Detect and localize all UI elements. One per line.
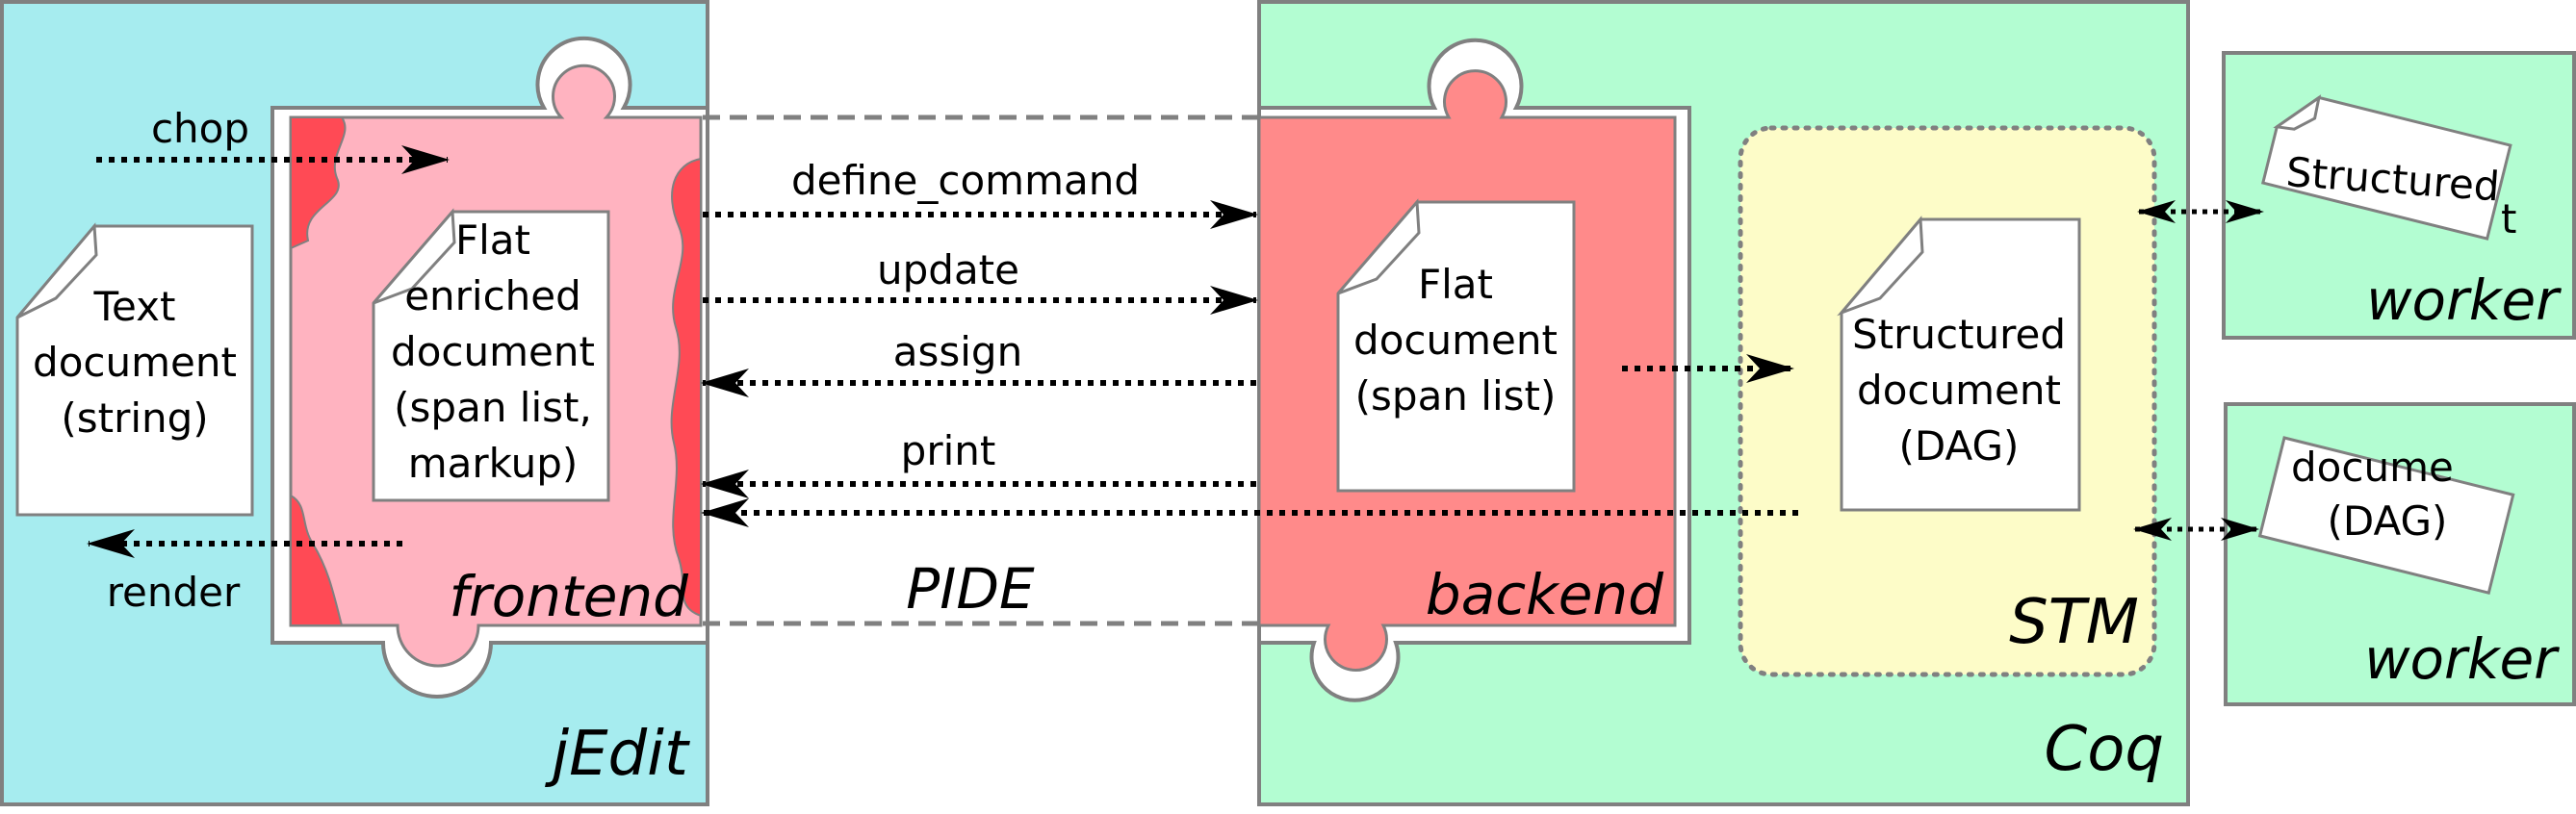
flat-enriched-document-page: Flat enriched document (span list, marku…	[372, 208, 610, 502]
flat-enriched-line-4: (span list,	[394, 384, 592, 431]
frontend-label: frontend	[449, 564, 689, 629]
backend-label: backend	[1426, 562, 1664, 627]
text-document-page: Text document (string)	[15, 222, 254, 517]
worker-2-label: worker	[2364, 626, 2560, 692]
worker-1-doc-line-2: t	[2501, 195, 2516, 242]
structured-doc-line-2: document	[1857, 367, 2061, 414]
worker-1-document-page	[2260, 94, 2512, 241]
frontend-edge-bottom-left	[290, 494, 344, 626]
flat-doc-line-2: document	[1353, 317, 1558, 364]
worker-2-document-page	[2257, 436, 2515, 595]
text-doc-line-2: document	[33, 339, 237, 386]
text-doc-line-3: (string)	[61, 394, 208, 442]
structured-doc-line-1: Structured	[1852, 311, 2066, 358]
pide-label: PIDE	[906, 556, 1035, 622]
worker-2-doc-line-2: (DAG)	[2328, 497, 2448, 545]
flat-doc-line-1: Flat	[1418, 261, 1493, 308]
stm-label: STM	[2009, 587, 2139, 658]
render-label: render	[107, 569, 241, 616]
assign-label: assign	[893, 328, 1022, 375]
coq-label: Coq	[2045, 714, 2164, 785]
structured-doc-line-3: (DAG)	[1899, 422, 2020, 470]
text-doc-line-1: Text	[93, 283, 176, 330]
flat-enriched-line-3: document	[391, 328, 595, 375]
worker-2-doc-line-1: docume	[2291, 444, 2454, 491]
frontend-edge-right	[670, 157, 702, 618]
structured-document-page: Structured document (DAG)	[1837, 216, 2081, 512]
flat-enriched-line-2: enriched	[404, 272, 581, 319]
flat-enriched-line-5: markup)	[408, 440, 579, 487]
print-label: print	[901, 427, 996, 474]
frontend-edge-top-left	[290, 116, 347, 250]
flat-doc-line-3: (span list)	[1355, 372, 1557, 420]
worker-1-label: worker	[2366, 267, 2562, 333]
flat-document-page: Flat document (span list)	[1336, 198, 1576, 493]
flat-enriched-line-1: Flat	[455, 216, 530, 264]
update-label: update	[877, 246, 1019, 293]
chop-label: chop	[151, 105, 249, 152]
jedit-label: jEdit	[544, 719, 691, 790]
define-command-label: define_command	[791, 157, 1140, 204]
